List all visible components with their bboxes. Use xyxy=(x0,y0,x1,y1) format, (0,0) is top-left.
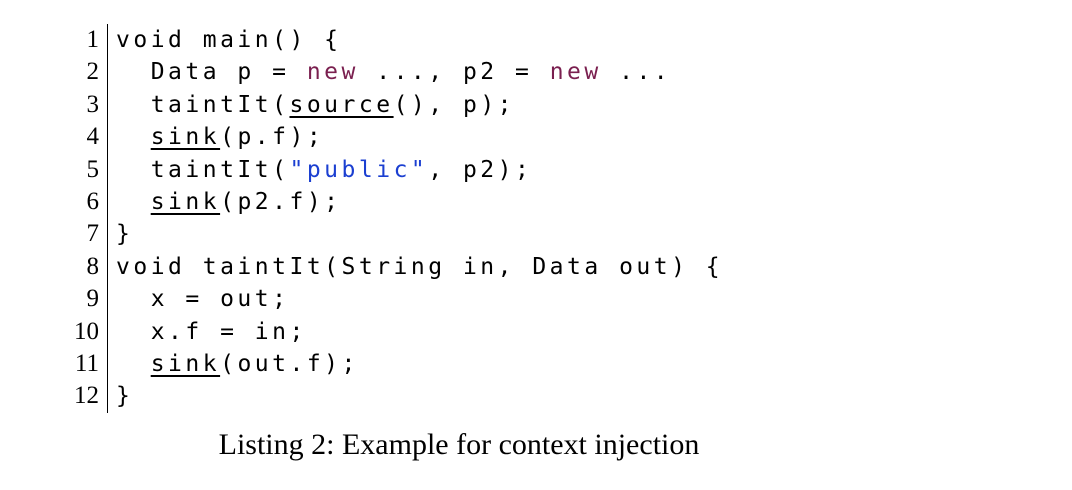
line-number: 12 xyxy=(64,380,108,413)
code-line: 2 Data p = new ..., p2 = new ... xyxy=(64,56,723,89)
code-text: Data p = new ..., p2 = new ... xyxy=(108,56,671,88)
code-token: } xyxy=(116,221,134,248)
code-token: main() { xyxy=(185,27,342,53)
code-text: } xyxy=(108,380,133,412)
code-line: 10 x.f = in; xyxy=(64,315,723,348)
line-number: 4 xyxy=(64,121,108,154)
code-token: ..., p2 = xyxy=(358,59,550,86)
code-token: taintIt(String in, Data out) { xyxy=(185,253,724,280)
code-token: taintIt( xyxy=(116,156,290,183)
code-line: 11 sink(out.f); xyxy=(64,347,723,381)
code-line: 6 sink(p2.f); xyxy=(64,185,723,219)
code-token: Data p = xyxy=(116,59,307,86)
listing-caption: Listing 2: Example for context injection xyxy=(218,428,700,461)
code-token xyxy=(116,124,151,150)
code-text: void main() { xyxy=(108,24,342,56)
code-token: x = out; xyxy=(116,286,290,313)
line-number: 10 xyxy=(64,315,108,348)
underlined-token: sink xyxy=(150,124,221,151)
code-line: 3 taintIt(source(), p); xyxy=(64,88,723,122)
code-text: } xyxy=(108,218,133,250)
code-token: (out.f); xyxy=(220,350,359,377)
code-token: , p2); xyxy=(428,156,533,183)
code-token: taintIt( xyxy=(116,91,290,118)
code-token xyxy=(116,189,151,215)
keyword-token: new xyxy=(306,59,359,86)
code-text: sink(out.f); xyxy=(108,348,359,380)
code-text: sink(p2.f); xyxy=(108,186,342,218)
line-number: 3 xyxy=(64,88,108,122)
underlined-token: sink xyxy=(150,188,221,215)
code-text: taintIt(source(), p); xyxy=(108,89,515,121)
code-token: (), p); xyxy=(393,91,516,118)
code-token: x.f = in; xyxy=(116,318,307,345)
code-text: x.f = in; xyxy=(108,316,307,348)
code-line: 12} xyxy=(64,380,723,413)
code-line: 4 sink(p.f); xyxy=(64,121,723,154)
keyword-token: new xyxy=(549,59,602,86)
underlined-token: sink xyxy=(150,350,221,377)
string-token: "public" xyxy=(289,156,429,183)
line-number: 11 xyxy=(64,347,108,381)
code-line: 5 taintIt("public", p2); xyxy=(64,153,723,186)
code-text: sink(p.f); xyxy=(108,121,324,153)
line-number: 7 xyxy=(64,218,108,251)
line-number: 9 xyxy=(64,283,108,316)
code-token xyxy=(116,351,151,377)
code-token: ... xyxy=(601,59,672,86)
code-line: 9 x = out; xyxy=(64,283,723,316)
line-number: 5 xyxy=(64,153,108,186)
code-text: taintIt("public", p2); xyxy=(108,154,532,186)
line-number: 6 xyxy=(64,185,108,219)
line-number: 8 xyxy=(64,250,108,284)
code-token: (p2.f); xyxy=(220,188,342,215)
code-token: } xyxy=(116,383,134,410)
code-token: void xyxy=(116,253,186,280)
underlined-token: source xyxy=(289,91,394,118)
line-number: 1 xyxy=(64,24,108,57)
code-text: x = out; xyxy=(108,283,289,315)
code-token: (p.f); xyxy=(220,124,325,151)
code-token: void xyxy=(116,27,186,53)
code-line: 7} xyxy=(64,218,723,251)
code-text: void taintIt(String in, Data out) { xyxy=(108,251,723,283)
line-number: 2 xyxy=(64,56,108,89)
